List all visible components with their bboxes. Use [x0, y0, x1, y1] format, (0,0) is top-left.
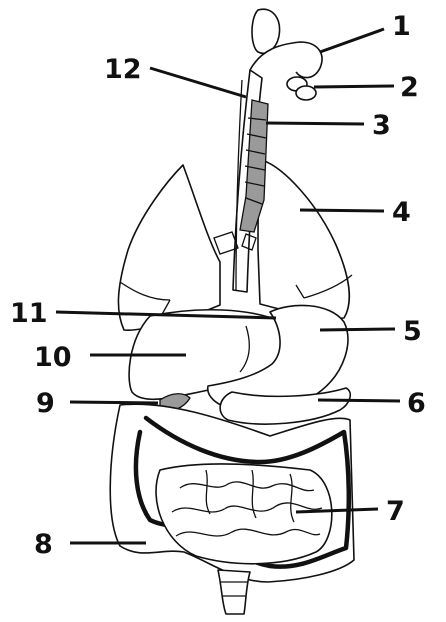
- label-10: 10: [34, 342, 72, 373]
- left-lung: [118, 165, 220, 330]
- right-lung: [258, 160, 352, 318]
- label-9: 9: [36, 388, 55, 419]
- label-1: 1: [392, 11, 411, 42]
- label-8: 8: [34, 529, 53, 560]
- label-12: 12: [104, 54, 142, 85]
- label-2: 2: [400, 72, 419, 103]
- rectum: [218, 570, 250, 614]
- label-4: 4: [392, 197, 411, 228]
- small-intestine: [156, 464, 332, 564]
- label-7: 7: [386, 496, 405, 527]
- label-5: 5: [403, 316, 422, 347]
- label-6: 6: [407, 388, 426, 419]
- salivary-glands: [287, 77, 316, 100]
- label-11: 11: [10, 298, 48, 329]
- pharynx: [250, 9, 322, 77]
- label-3: 3: [372, 110, 391, 141]
